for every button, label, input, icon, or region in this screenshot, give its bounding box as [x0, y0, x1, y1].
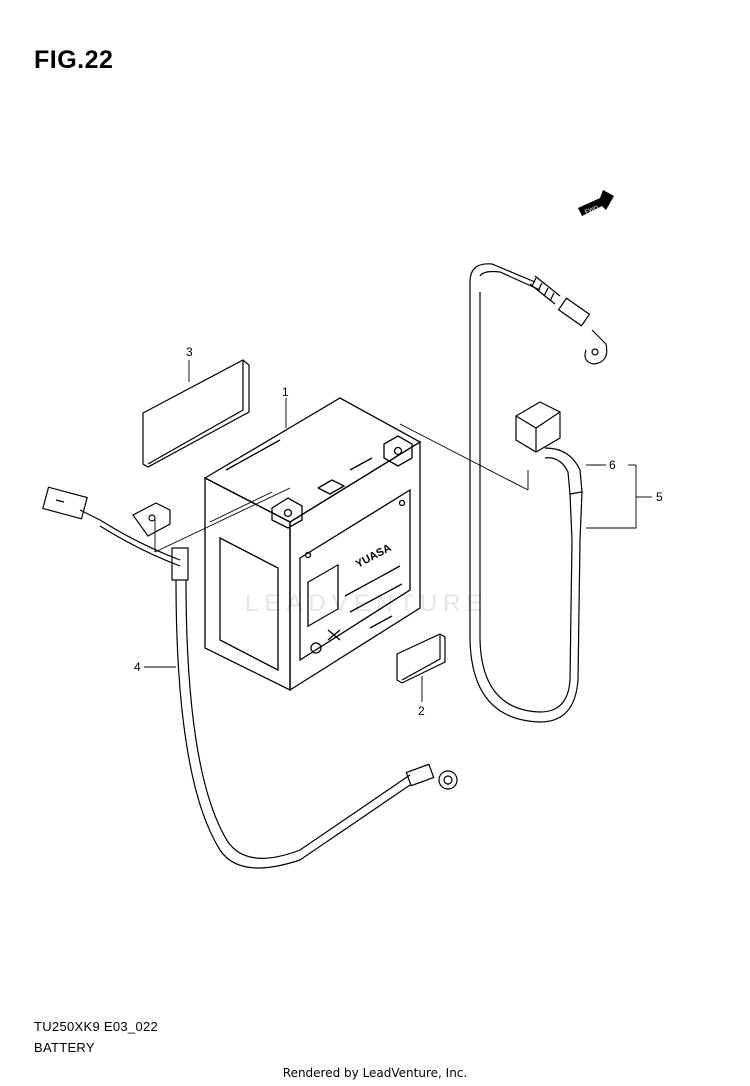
watermark-text: LEADVENTURE [245, 590, 489, 617]
part-5-positive-cable [469, 263, 608, 723]
fwd-arrow-icon: FWD [578, 190, 614, 216]
battery-brand-label: YUASA [354, 542, 394, 571]
part-1-battery [203, 397, 422, 692]
footer-credit: Rendered by LeadVenture, Inc. [282, 1066, 468, 1080]
part-4-negative-cable [42, 486, 458, 869]
model-code: TU250XK9 E03_022 [34, 1019, 159, 1034]
part-2-small-pad [396, 633, 446, 684]
figure-title: FIG.22 [34, 46, 114, 74]
callout-1: 1 [282, 385, 289, 399]
section-name: BATTERY [34, 1040, 95, 1055]
callout-6: 6 [609, 458, 616, 472]
part-3-pad [142, 359, 250, 468]
callout-2: 2 [418, 704, 425, 718]
leader-5a [586, 465, 637, 529]
callout-4: 4 [134, 660, 141, 674]
callout-3: 3 [186, 345, 193, 359]
fwd-label: FWD [584, 205, 600, 216]
leader-lines [144, 360, 652, 702]
callout-5: 5 [656, 490, 663, 504]
